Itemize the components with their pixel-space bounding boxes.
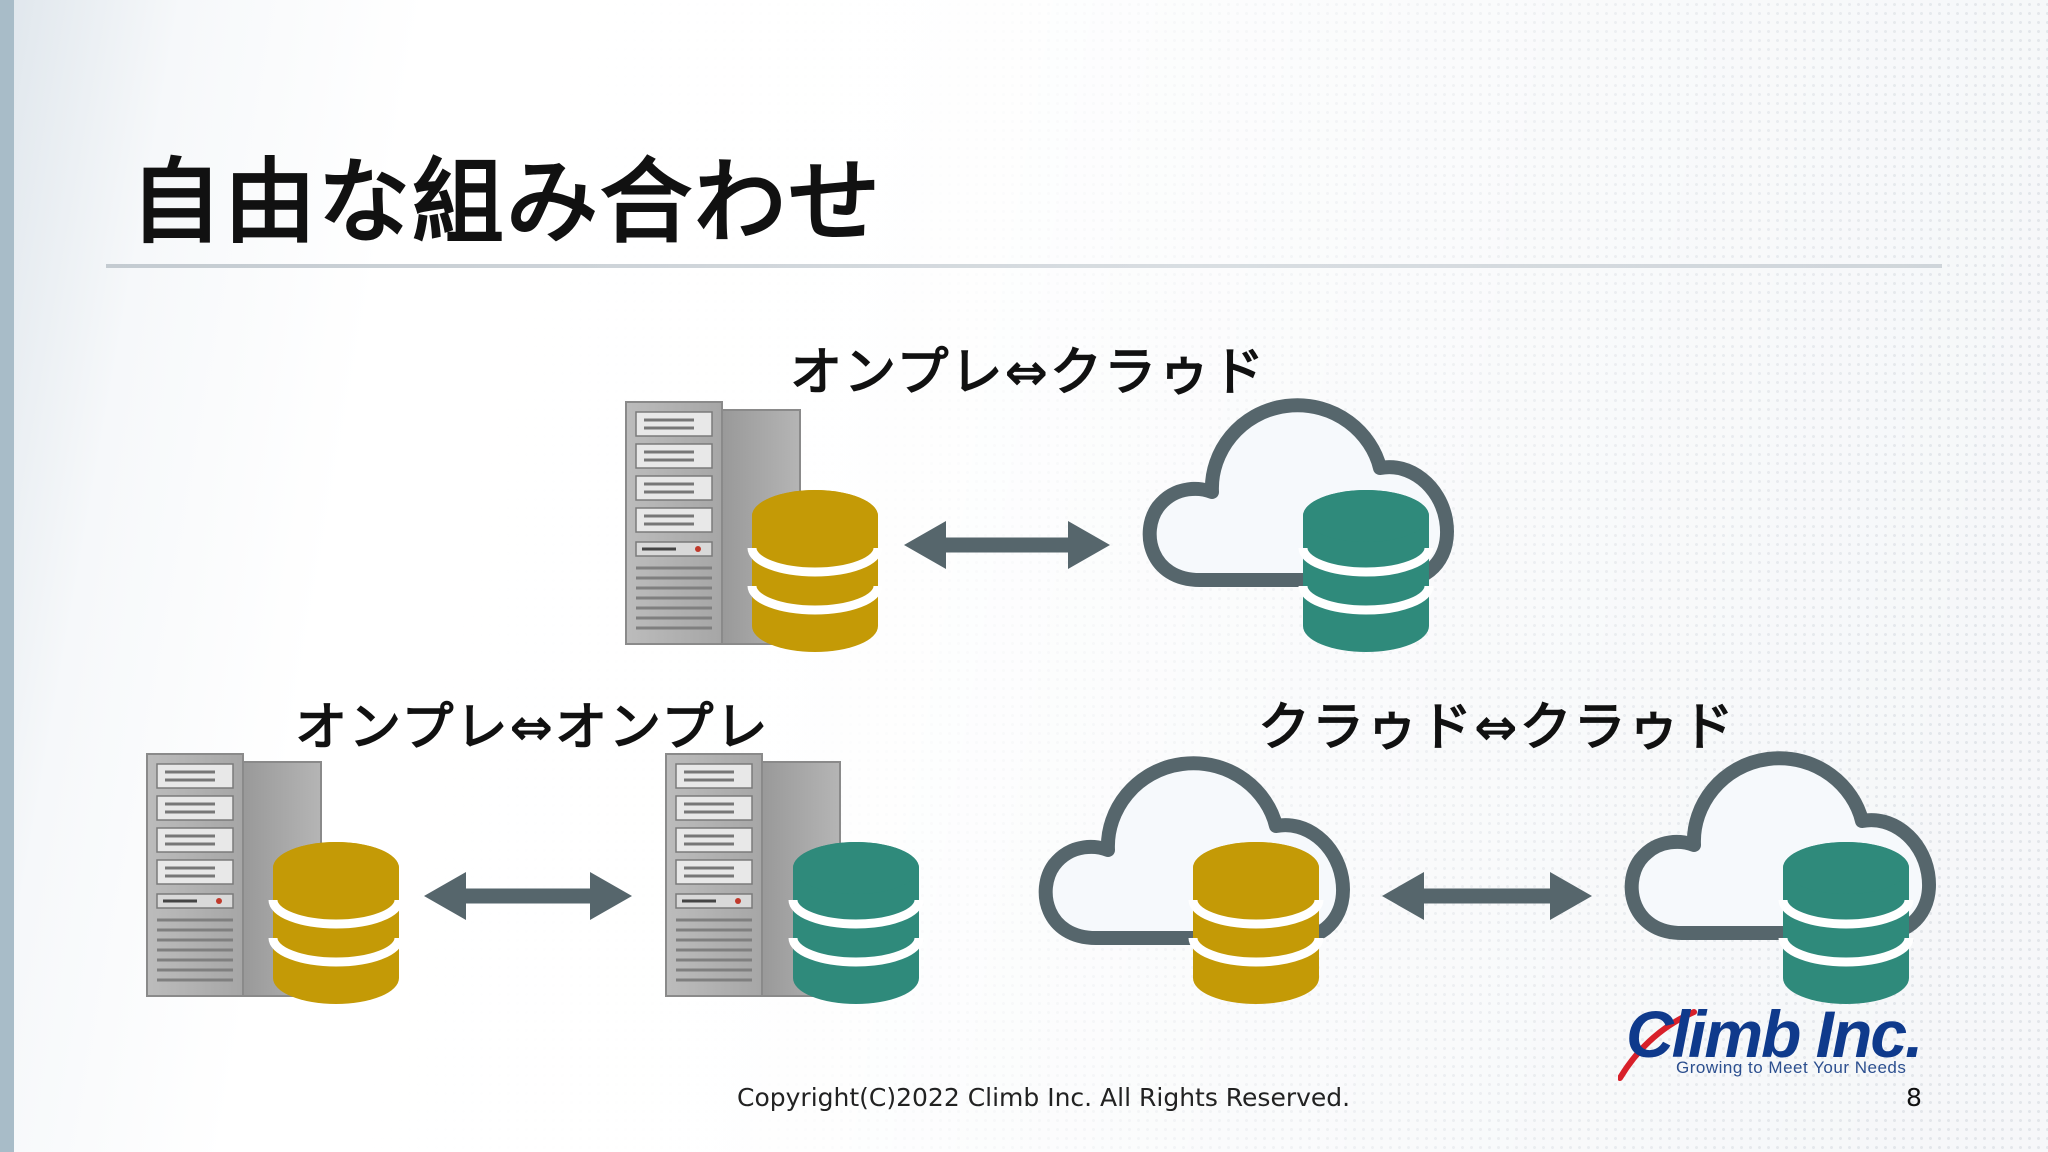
database-icon (747, 490, 883, 652)
label-onprem-onprem: オンプレ⇔オンプレ (295, 698, 770, 758)
company-logo: Climb Inc. Growing to Meet Your Needs (1618, 997, 1958, 1082)
footer-copyright: Copyright(C)2022 Climb Inc. All Rights R… (737, 1083, 1351, 1112)
label-onprem-cloud: オンプレ⇔クラゥド (790, 343, 1267, 403)
database-icon (268, 842, 404, 1004)
double-arrow-icon (424, 872, 632, 920)
database-icon (1188, 842, 1324, 1004)
database-icon (1298, 490, 1434, 652)
double-arrow-icon (904, 521, 1110, 569)
logo-wordmark: Climb Inc. (1626, 997, 1923, 1071)
slide-title: 自由な組み合わせ (130, 149, 883, 256)
label-cloud-cloud: クラゥド⇔クラゥド (1258, 698, 1736, 758)
page-number: 8 (1906, 1083, 1922, 1112)
double-arrow-icon (1382, 872, 1592, 920)
database-icon (1778, 842, 1914, 1004)
logo-swoosh-icon (1618, 1009, 1697, 1081)
title-divider (106, 264, 1942, 268)
database-icon (788, 842, 924, 1004)
logo-tagline: Growing to Meet Your Needs (1676, 1058, 1907, 1077)
left-accent-bar (0, 0, 14, 1152)
